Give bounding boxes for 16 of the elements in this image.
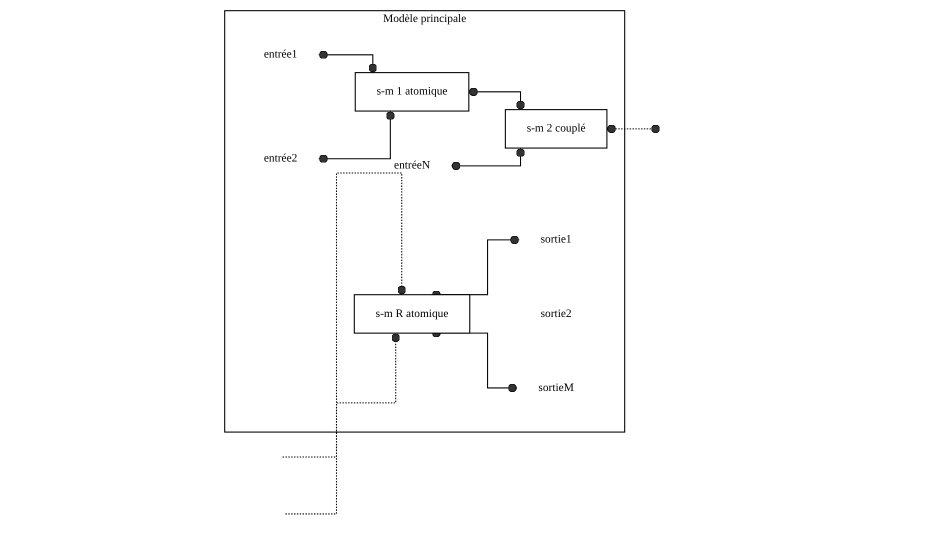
connector [468, 88, 524, 110]
node-text: entréeN [394, 159, 430, 172]
node-text: sortie1 [540, 233, 572, 246]
node-text: sortieM [538, 382, 574, 394]
node-text: entrée2 [264, 152, 298, 164]
connector [606, 124, 660, 134]
connector [318, 111, 394, 164]
node-text: sortie2 [540, 308, 572, 320]
node-text: entrée1 [264, 48, 298, 61]
connector [318, 50, 377, 73]
node-box: s-m R atomique [353, 294, 470, 334]
connector [285, 333, 400, 514]
node-box: s-m 2 couplé [504, 109, 608, 149]
connector [451, 148, 524, 170]
node-box: s-m 1 atomique [354, 72, 469, 112]
connector [282, 172, 406, 458]
